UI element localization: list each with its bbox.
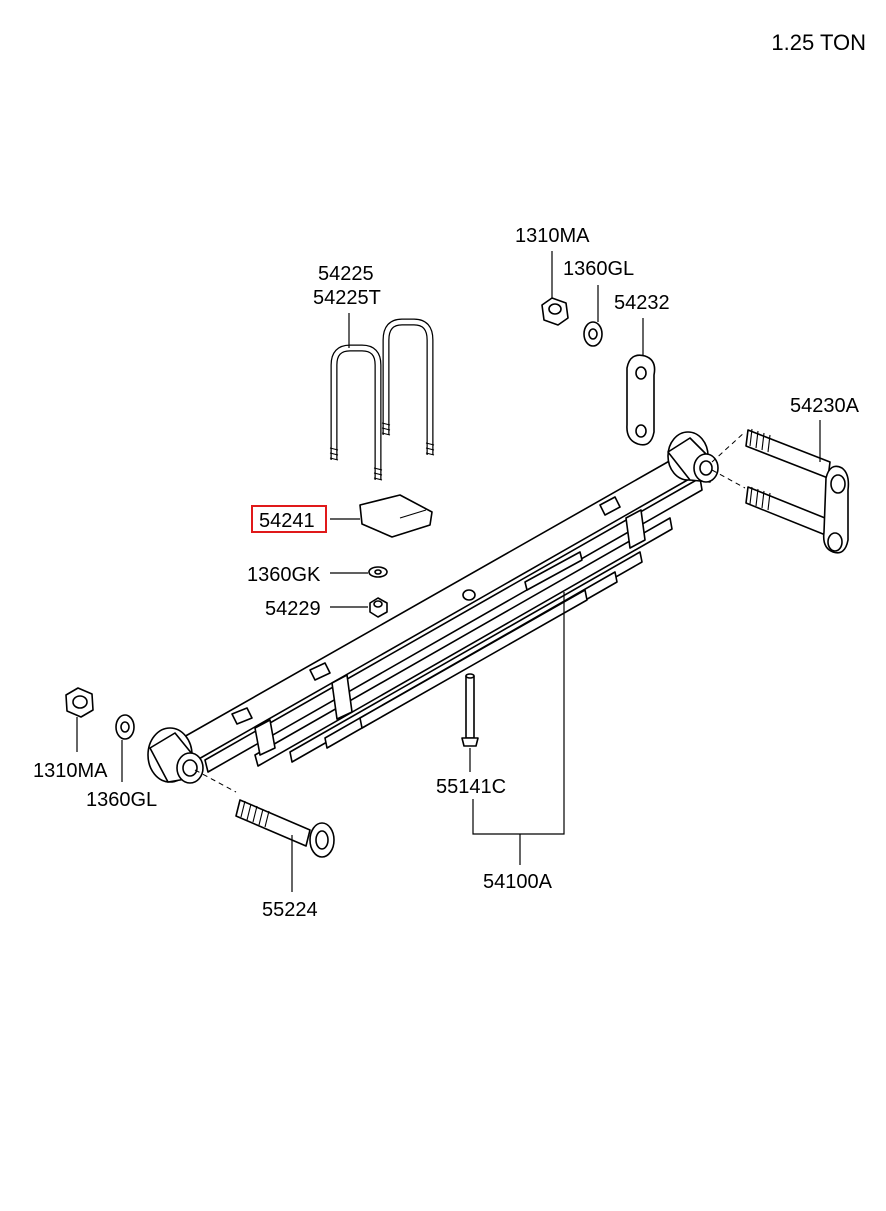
link-plate[interactable] [626, 354, 656, 446]
label-54225: 54225 [318, 263, 374, 285]
label-54100a: 54100A [483, 871, 553, 893]
spring-washer-gk[interactable] [368, 566, 388, 578]
washer-top-1360gl[interactable] [583, 321, 603, 347]
nut-top-1310ma[interactable] [541, 297, 569, 326]
leader-lines [76, 251, 821, 892]
label-54241[interactable]: 54241 [259, 510, 315, 532]
capacity-title: 1.25 TON [771, 30, 866, 55]
shackle-assembly[interactable] [745, 428, 850, 554]
leaf-spring-assembly[interactable] [147, 431, 719, 784]
washer-left-1360gl[interactable] [115, 714, 135, 740]
center-nut[interactable] [369, 597, 388, 618]
u-bolts[interactable] [329, 318, 435, 481]
center-bolt[interactable] [461, 673, 479, 747]
label-1360gl-top: 1360GL [563, 258, 634, 280]
label-54229: 54229 [265, 598, 321, 620]
label-54230a: 54230A [790, 395, 860, 417]
callout-labels: 54225 54225T 1310MA 1360GL 54232 54230A … [33, 225, 860, 921]
label-55141c: 55141C [436, 776, 506, 798]
label-1360gl-left: 1360GL [86, 789, 157, 811]
highlight-box [251, 505, 327, 533]
label-54225t: 54225T [313, 287, 381, 309]
label-54232: 54232 [614, 292, 670, 314]
label-1360gk: 1360GK [247, 564, 321, 586]
label-1310ma-top: 1310MA [515, 225, 590, 247]
label-55224: 55224 [262, 899, 318, 921]
eye-bolt[interactable] [235, 799, 335, 858]
nut-left-1310ma[interactable] [65, 687, 94, 718]
label-1310ma-left: 1310MA [33, 760, 108, 782]
u-bolt-seat[interactable] [359, 494, 433, 538]
